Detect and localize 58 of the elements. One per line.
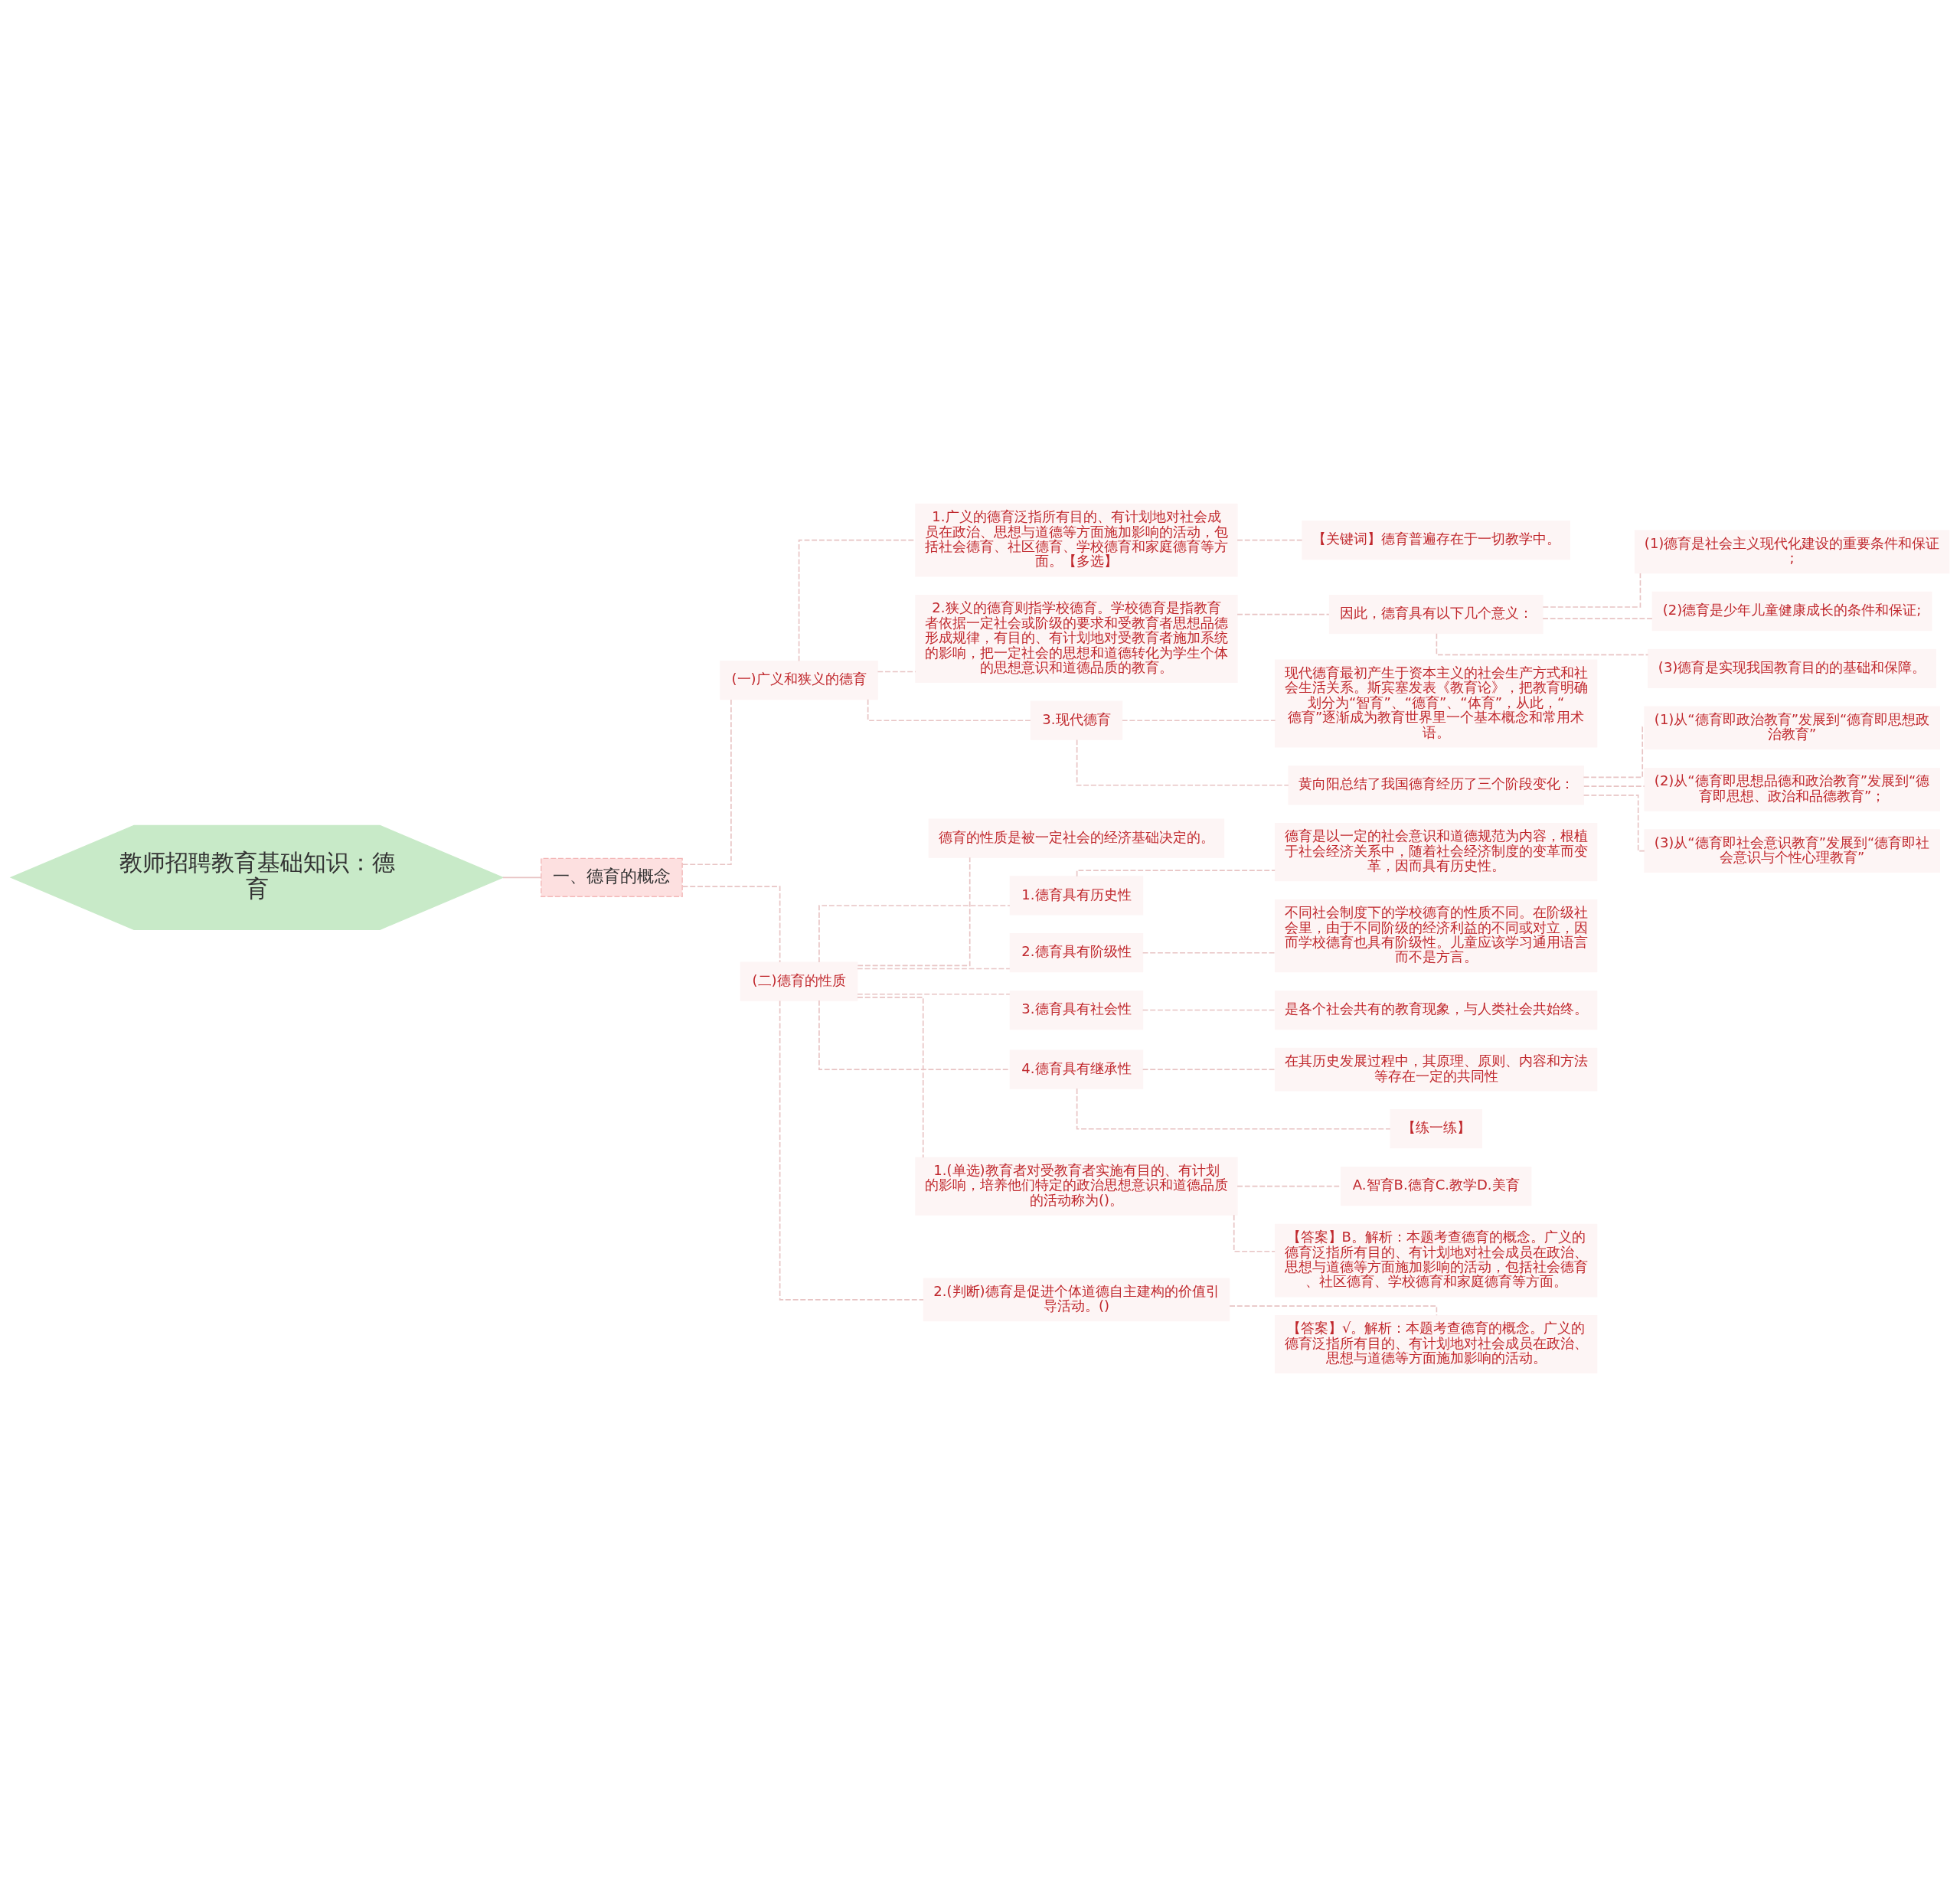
node-box: 1.(单选)教育者对受教育者实施有目的、有计划的影响，培养他们特定的政治思想意识和道德品质的活动称为()。 <box>915 1157 1238 1216</box>
node-box: 2.狭义的德育则指学校德育。学校德育是指教育者依据一定社会或阶级的要求和受教育者思想品德形成规律，有目的、有计划地对受教育者施加系统的影响，把一定社会的思想和道德转化为学生个体的思想意识和道德品质的教育。 <box>915 595 1238 684</box>
node-box: 3.德育具有社会性 <box>1009 990 1144 1030</box>
connector <box>1229 1305 1438 1317</box>
node-box: (一)广义和狭义的德育 <box>720 660 878 700</box>
node-box: 德育的性质是被一定社会的经济基础决定的。 <box>928 818 1225 858</box>
node-box: (3)德育是实现我国教育目的的基础和保障。 <box>1648 648 1937 688</box>
connector <box>857 993 1011 995</box>
connector <box>1122 720 1276 722</box>
connector <box>1076 739 1289 786</box>
connector <box>1142 952 1276 954</box>
node-box: 黄向阳总结了我国德育经历了三个阶段变化： <box>1288 765 1584 805</box>
node-box: 不同社会制度下的学校德育的性质不同。在阶级社会里，由于不同阶级的经济利益的不同或对立，因而学校德育也具有阶级性。儿童应该学习通用语言而不是方言。 <box>1275 899 1598 973</box>
connector <box>857 968 1011 970</box>
node-box: 因此，德育具有以下几个意义： <box>1328 595 1544 635</box>
node-box: 3.现代德育 <box>1030 700 1123 740</box>
node-box: 1.广义的德育泛指所有目的、有计划地对社会成员在政治、思想与道德等方面施加影响的活动，包括社会德育、社区德育、学校德育和家庭德育等方面。【多选】 <box>915 503 1238 577</box>
connector <box>681 886 781 963</box>
connector <box>818 1000 1011 1070</box>
connector <box>1076 1088 1391 1130</box>
connector <box>1583 726 1645 779</box>
connector <box>1236 539 1303 541</box>
node-box: 德育是以一定的社会意识和道德规范为内容，根植于社会经济关系中，随着社会经济制度的变革而变革，因而具有历史性。 <box>1275 822 1598 882</box>
connector <box>681 699 732 866</box>
node-box: 2.(判断)德育是促进个体道德自主建构的价值引导活动。() <box>923 1278 1230 1322</box>
connector <box>1583 785 1645 787</box>
node-box: 2.德育具有阶级性 <box>1009 933 1144 973</box>
node-box: 一、德育的概念 <box>541 857 683 897</box>
connector <box>779 1000 924 1301</box>
node-box: (1)从“德育即政治教育”发展到“德育即思想政治教育” <box>1644 706 1940 750</box>
connector <box>857 857 971 967</box>
node-box: (3)从“德育即社会意识教育”发展到“德育即社会意识与个性心理教育” <box>1644 829 1940 873</box>
connector <box>857 997 924 1158</box>
connector <box>877 671 916 673</box>
connector <box>1076 870 1276 877</box>
node-box: 【关键词】德育普遍存在于一切教学中。 <box>1302 521 1570 560</box>
connector <box>1142 1009 1276 1011</box>
node-box: 现代德育最初产生于资本主义的社会生产方式和社会生活关系。斯宾塞发表《教育论》，把教育明确划分为“智育”、“德育”、“体育”，从此，“德育”逐渐成为教育世界里一个基本概念和常用术语。 <box>1275 659 1598 748</box>
node-box: 4.德育具有继承性 <box>1009 1049 1144 1089</box>
connector <box>1542 618 1653 620</box>
connector <box>1233 1214 1276 1252</box>
node-box: (2)德育是少年儿童健康成长的条件和保证; <box>1651 591 1932 632</box>
node-box: (二)德育的性质 <box>740 961 858 1001</box>
node-box: (2)从“德育即思想品德和政治教育”发展到“德育即思想、政治和品德教育”； <box>1644 767 1940 811</box>
node-box: 1.德育具有历史性 <box>1009 876 1144 916</box>
node-box: 【答案】B。解析：本题考查德育的概念。广义的德育泛指所有目的、有计划地对社会成员在政治、思想与道德等方面施加影响的活动，包括社会德育、社区德育、学校德育和家庭德育等方面。 <box>1275 1223 1598 1298</box>
node-box: 是各个社会共有的教育现象，与人类社会共始终。 <box>1275 990 1598 1030</box>
connector <box>1583 795 1645 852</box>
node-box: (1)德育是社会主义现代化建设的重要条件和保证; <box>1634 530 1950 574</box>
connector <box>1142 1069 1276 1070</box>
connector <box>818 905 1011 963</box>
node-box: 【答案】√。解析：本题考查德育的概念。广义的德育泛指所有目的、有计划地对社会成员在政治、思想与道德等方面施加影响的活动。 <box>1275 1314 1598 1374</box>
connector <box>502 876 542 879</box>
node-box: 【练一练】 <box>1390 1109 1482 1149</box>
connector <box>1236 613 1330 615</box>
connector <box>867 698 1031 722</box>
connector <box>1542 573 1642 608</box>
node-box: 在其历史发展过程中，其原理、原则、内容和方法等存在一定的共同性 <box>1275 1047 1598 1092</box>
